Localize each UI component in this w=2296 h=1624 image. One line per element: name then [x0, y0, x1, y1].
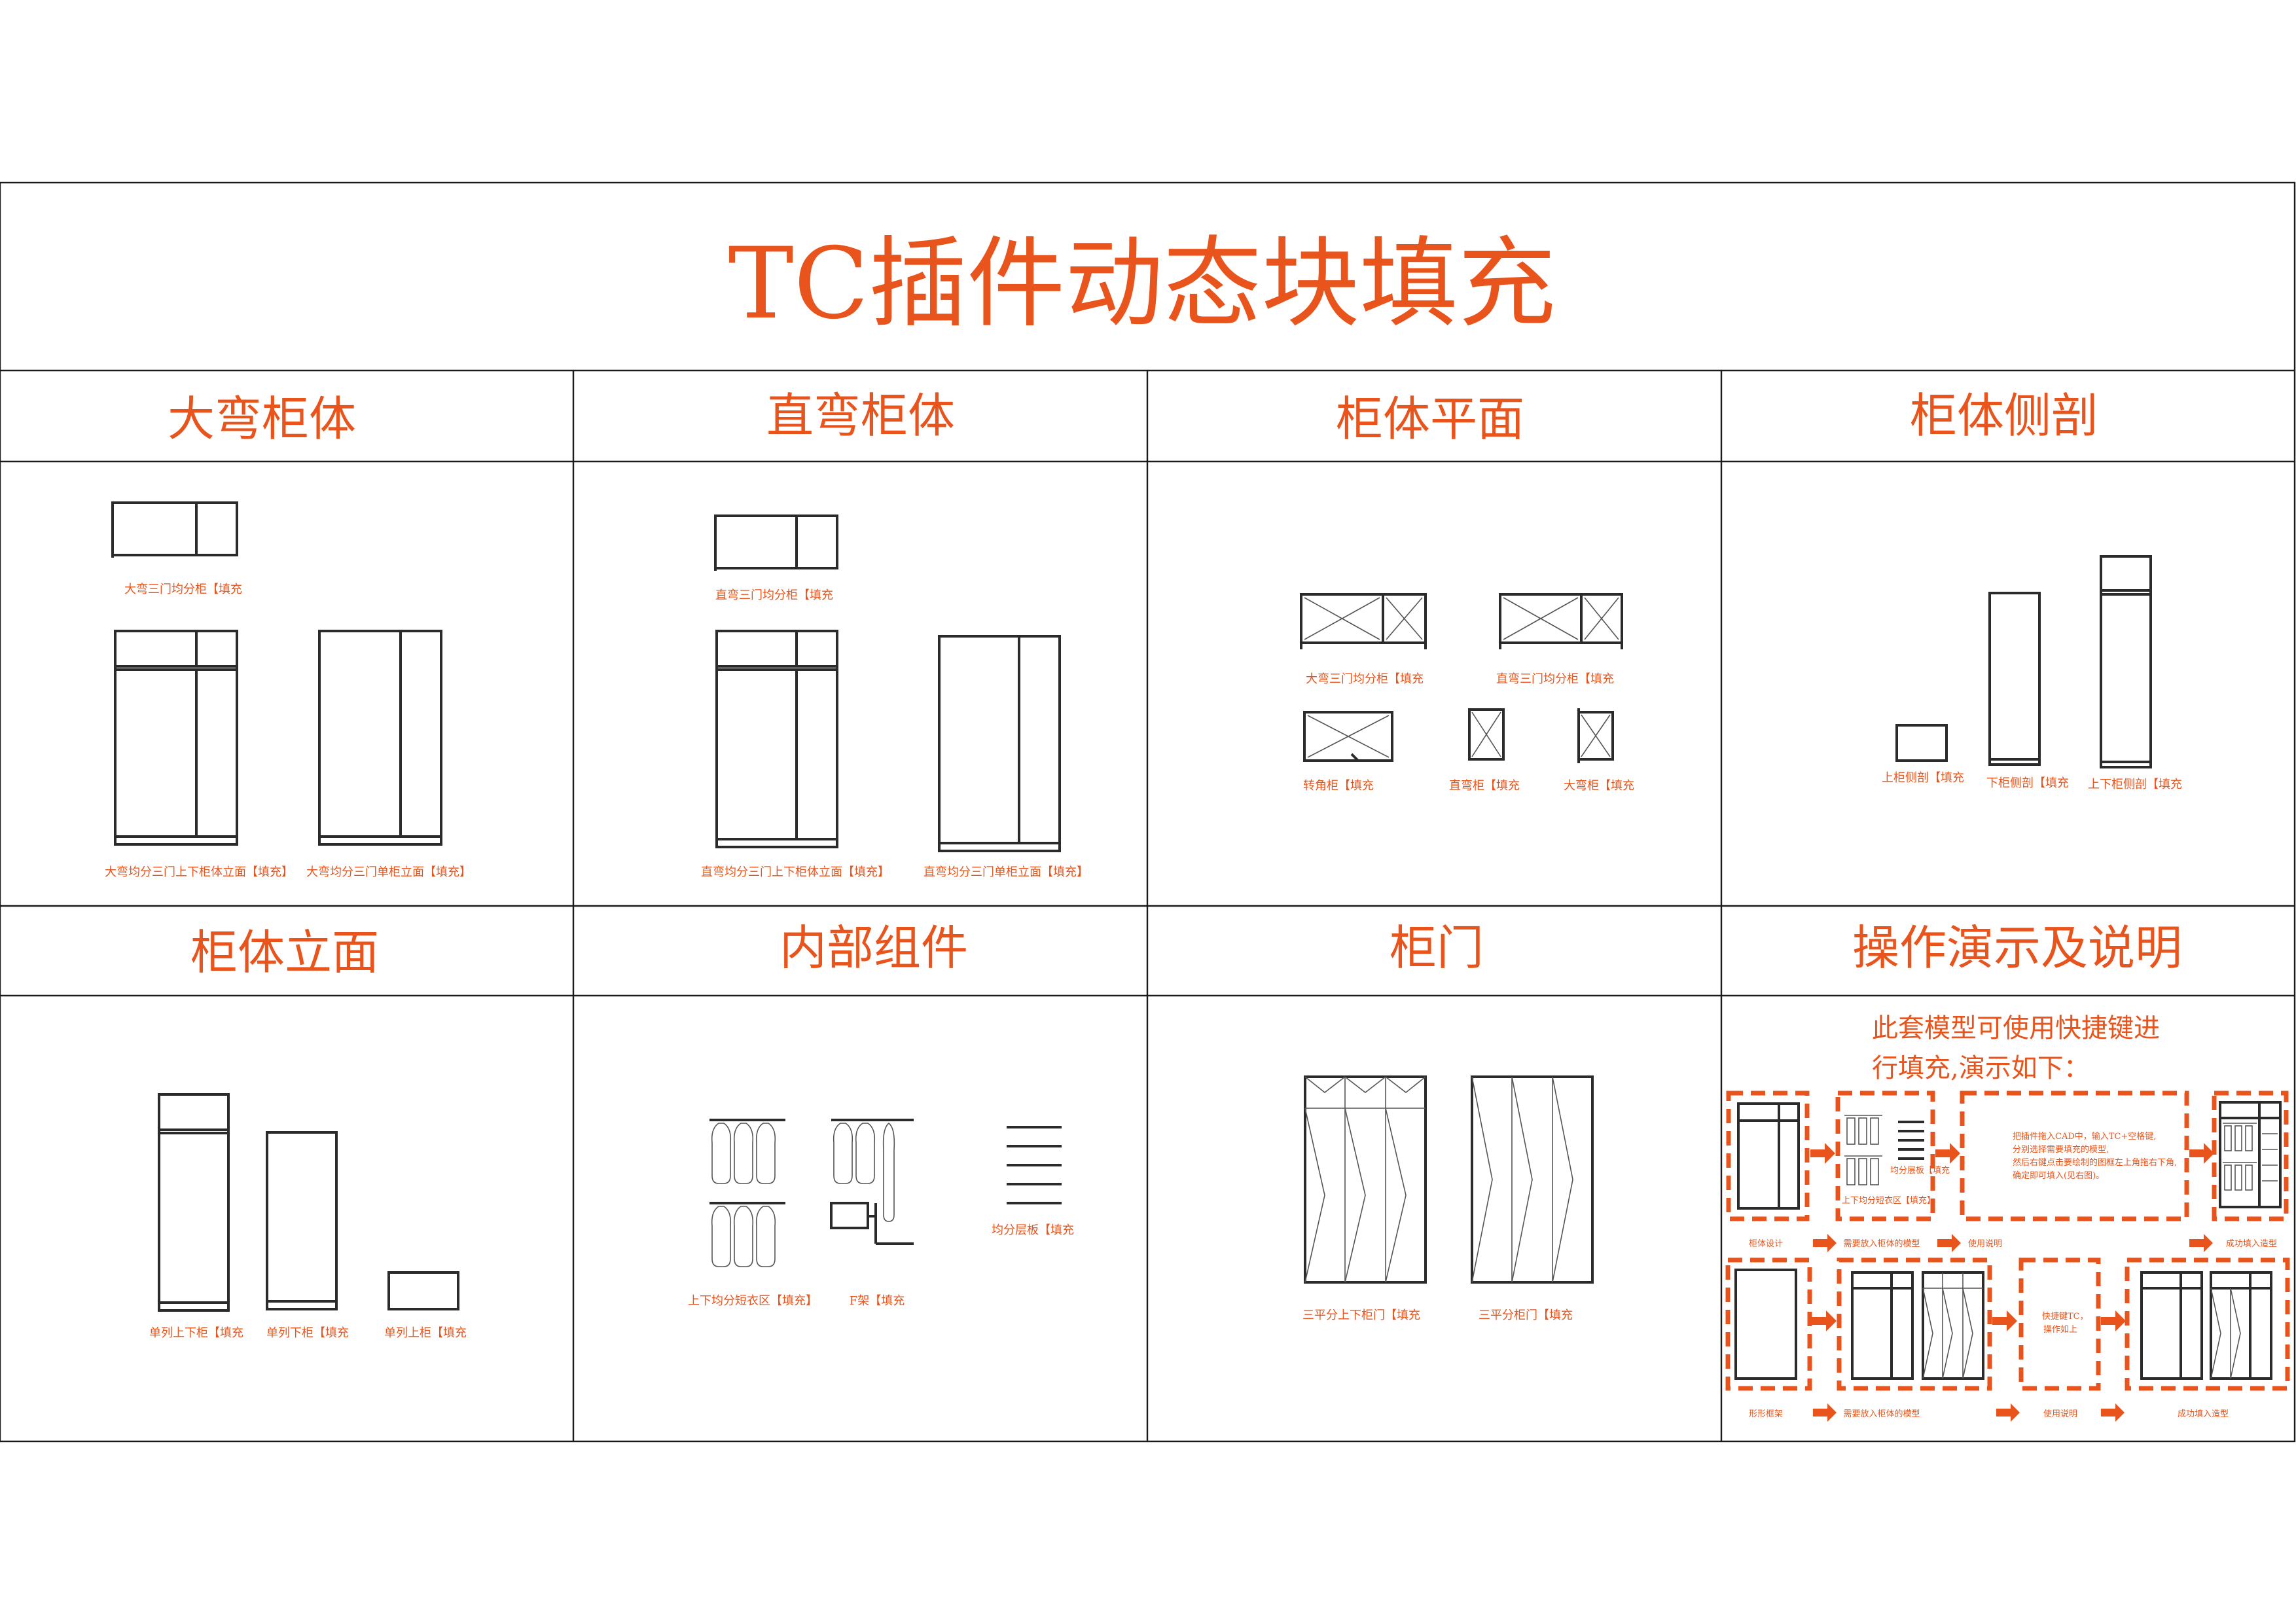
s8-flow1-3: 使用说明 — [1968, 1238, 2002, 1249]
s8-note-line1: 此套模型可使用快捷键进 — [1872, 1013, 2160, 1043]
s3-plan-big — [1577, 708, 1614, 763]
s4-caption-3: 上下柜侧剖【填充 — [2088, 778, 2182, 791]
s2-single-elevation — [938, 635, 1061, 852]
s6-caption-1: 上下均分短衣区【填充】 — [688, 1294, 817, 1308]
s4-upper-section — [1895, 724, 1948, 762]
table-grid — [0, 181, 2296, 1443]
s2-caption-3: 直弯均分三门单柜立面【填充】 — [924, 865, 1088, 879]
s8-demo1-text-2: 分别选择需要填充的模型, — [2013, 1144, 2109, 1155]
s7-door-upper-lower — [1304, 1075, 1427, 1284]
s2-upper-lower-elevation — [715, 630, 838, 848]
s8-flow1-1: 柜体设计 — [1749, 1239, 1783, 1249]
s8-demo-row-1: 上下均分短衣区【填充】 均分层板【填充 把插件拖入CAD中，输入TC+空格键, … — [1726, 1091, 2289, 1221]
header-s3: 柜体平面 — [1336, 391, 1524, 446]
s5-lower — [266, 1131, 338, 1310]
s1-caption-2: 大弯均分三门上下柜体立面【填充】 — [105, 865, 293, 879]
s1-upper-lower-elevation — [114, 630, 238, 846]
s5-caption-3: 单列上柜【填充 — [384, 1326, 467, 1340]
s3-plan-big-curve — [1300, 593, 1427, 649]
header-s6: 内部组件 — [780, 920, 968, 975]
s8-note-line2: 行填充,演示如下： — [1872, 1053, 2090, 1083]
s6-caption-2: F架【填充 — [850, 1294, 905, 1308]
s4-caption-1: 上柜侧剖【填充 — [1882, 771, 1964, 785]
header-s5: 柜体立面 — [190, 925, 379, 980]
s3-plan-straight-curve — [1499, 593, 1623, 649]
s2-caption-2: 直弯均分三门上下柜体立面【填充】 — [701, 865, 889, 879]
s7-door-three — [1471, 1075, 1594, 1284]
s5-caption-2: 单列下柜【填充 — [266, 1326, 349, 1340]
header-s8: 操作演示及说明 — [1852, 920, 2182, 975]
s8-flow2-2: 需要放入柜体的模型 — [1843, 1409, 1920, 1419]
s8-inner-cap-1: 上下均分短衣区【填充】 — [1842, 1195, 1935, 1206]
s1-plan-cabinet — [111, 501, 238, 558]
s6-shelves — [1007, 1126, 1062, 1204]
s4-lower-section — [1988, 592, 2041, 766]
s1-single-elevation — [318, 630, 442, 846]
s1-caption-1: 大弯三门均分柜【填充 — [124, 583, 242, 596]
s6-f-frame — [830, 1119, 914, 1245]
s8-demo2-text-2: 操作如上 — [2043, 1324, 2077, 1335]
s3-plan-straight — [1468, 708, 1505, 761]
s7-caption-1: 三平分上下柜门【填充 — [1302, 1308, 1420, 1322]
s8-demo1-text-4: 确定即可填入(见右图)。 — [2013, 1171, 2104, 1181]
s3-caption-5: 大弯柜【填充 — [1564, 779, 1634, 793]
s5-upper — [387, 1271, 459, 1310]
s8-demo2-text-1: 快捷键TC， — [2042, 1312, 2089, 1322]
header-s1: 大弯柜体 — [168, 391, 356, 446]
s5-caption-1: 单列上下柜【填充 — [149, 1326, 243, 1340]
s1-caption-3: 大弯均分三门单柜立面【填充】 — [306, 865, 471, 879]
s8-flow1-2: 需要放入柜体的模型 — [1843, 1238, 1920, 1249]
s8-flow1-4: 成功填入造型 — [2226, 1239, 2277, 1249]
s8-demo-row-2: 快捷键TC， 操作如上 — [1725, 1257, 2290, 1391]
s7-caption-2: 三平分柜门【填充 — [1479, 1308, 1573, 1322]
header-s4: 柜体侧剖 — [1910, 388, 2098, 443]
s4-caption-2: 下柜侧剖【填充 — [1986, 776, 2069, 790]
s2-plan-cabinet — [714, 514, 838, 571]
s2-caption-1: 直弯三门均分柜【填充 — [715, 588, 833, 602]
s8-flow2-3: 使用说明 — [2043, 1409, 2077, 1419]
page-title: TC插件动态块填充 — [728, 227, 1556, 341]
s3-caption-2: 直弯三门均分柜【填充 — [1496, 672, 1614, 686]
s8-flow2-1: 形形框架 — [1749, 1409, 1783, 1419]
s3-caption-1: 大弯三门均分柜【填充 — [1306, 672, 1424, 686]
s4-upper-lower-section — [2100, 555, 2152, 768]
s3-caption-4: 直弯柜【填充 — [1449, 779, 1520, 793]
header-s7: 柜门 — [1390, 920, 1484, 975]
header-s2: 直弯柜体 — [766, 388, 955, 443]
s5-upper-lower — [158, 1093, 230, 1312]
s3-plan-corner — [1303, 711, 1393, 762]
s8-demo1-text-3: 然后右键点击要绘制的图框左上角拖右下角, — [2013, 1157, 2177, 1168]
s6-short-hanging-zone — [709, 1119, 785, 1267]
s8-flow2-4: 成功填入造型 — [2178, 1409, 2229, 1419]
s3-caption-3: 转角柜【填充 — [1303, 779, 1374, 793]
s8-inner-cap-2: 均分层板【填充 — [1890, 1165, 1950, 1176]
s6-caption-3: 均分层板【填充 — [992, 1223, 1074, 1237]
s8-demo1-text-1: 把插件拖入CAD中，输入TC+空格键, — [2013, 1131, 2156, 1142]
